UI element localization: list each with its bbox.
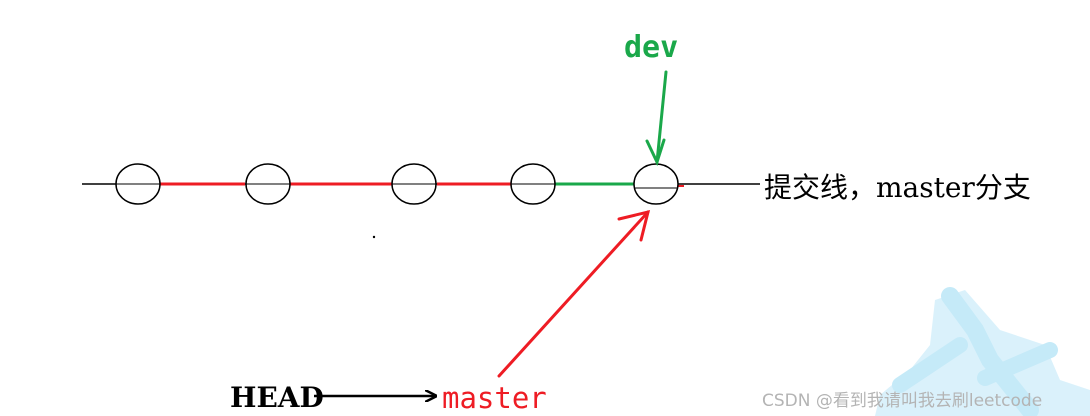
dev-arrow bbox=[645, 70, 668, 167]
dev-label: dev bbox=[624, 30, 678, 65]
commit-node-5 bbox=[633, 163, 679, 205]
commit-nodes bbox=[115, 163, 679, 205]
master-arrow bbox=[497, 209, 651, 378]
watermark-text: CSDN @看到我请叫我去刷leetcode bbox=[762, 391, 1042, 411]
head-label: HEAD bbox=[230, 381, 324, 414]
stray-dot bbox=[372, 235, 376, 239]
commit-line-label: 提交线，master分支 bbox=[764, 171, 1031, 204]
watermark-shape bbox=[875, 287, 1090, 416]
master-label: master bbox=[442, 381, 547, 415]
